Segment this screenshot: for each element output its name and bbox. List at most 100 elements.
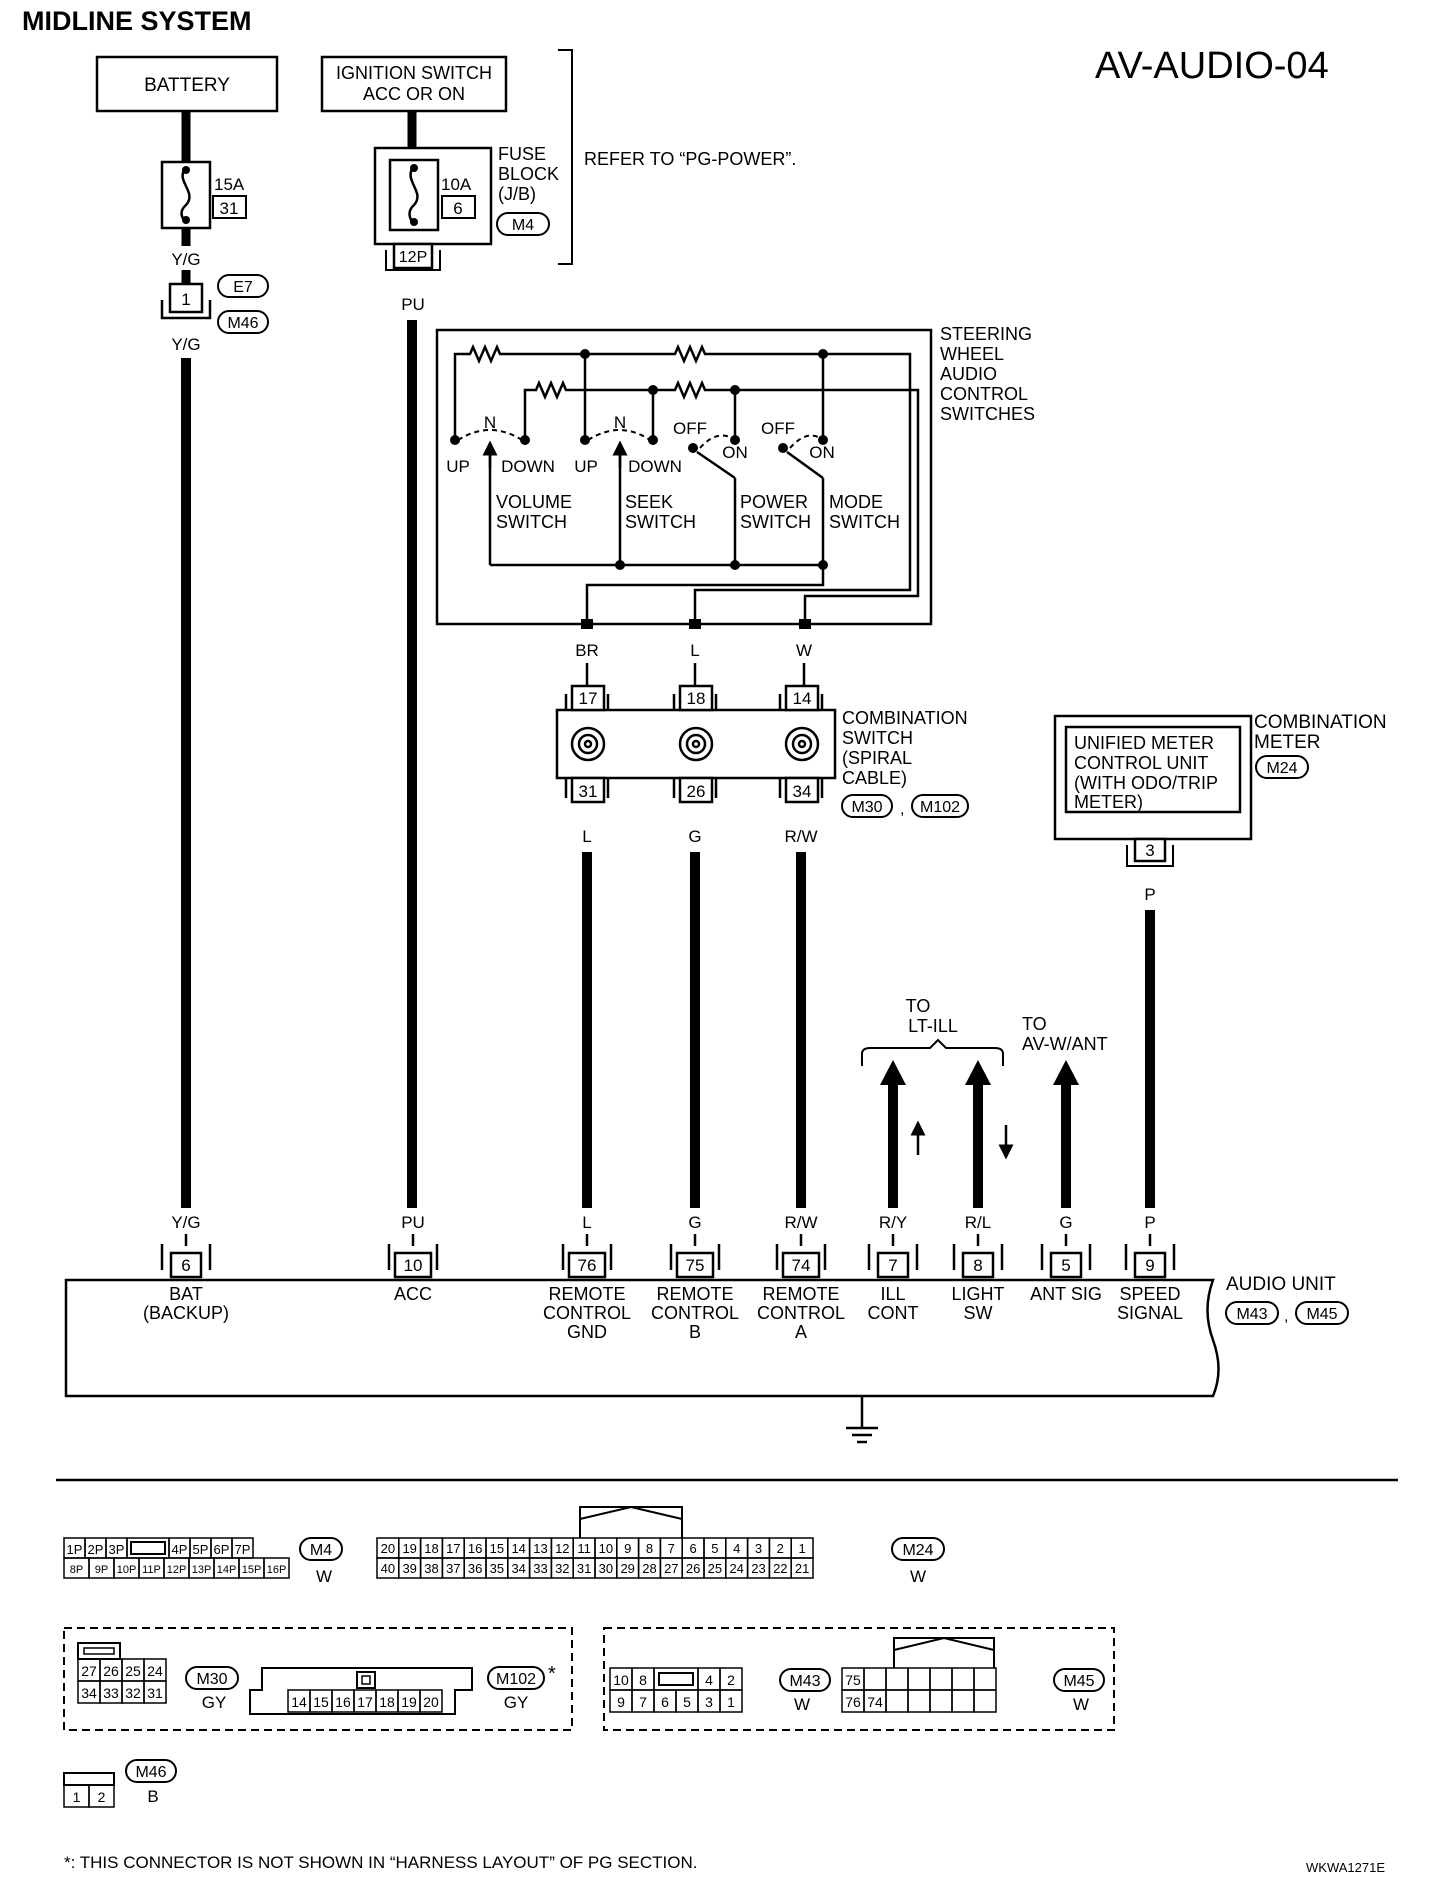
connector-cavity — [951, 1689, 975, 1713]
steering-title: STEERING — [940, 324, 1032, 344]
audio-pin-function: GND — [567, 1322, 607, 1342]
fuse-block-label: FUSE — [498, 144, 546, 164]
connector-pin-label: 21 — [795, 1561, 809, 1576]
switch-label: ON — [809, 443, 835, 462]
connector-tag: M45 — [1306, 1306, 1337, 1323]
connector-pin-label: 22 — [773, 1561, 787, 1576]
connector-cavity — [885, 1667, 909, 1691]
ignition-circuit: IGNITION SWITCH ACC OR ON 10A 6 FUSE BLO… — [320, 49, 796, 1208]
connector-pin-label: 17 — [446, 1541, 460, 1556]
connector-pin-label: 18 — [424, 1541, 438, 1556]
connector-pin-label: 12P — [167, 1564, 187, 1576]
connector-pin-label: 5 — [683, 1694, 691, 1710]
connector-lock-icon — [658, 1672, 694, 1686]
audio-pin-number: 76 — [578, 1256, 597, 1275]
to-lt-ill-label: LT-ILL — [908, 1016, 958, 1036]
connector-pin-label: 11 — [577, 1541, 591, 1556]
ignition-label: IGNITION SWITCH — [336, 63, 492, 83]
meter-label: (WITH ODO/TRIP — [1074, 773, 1218, 793]
connector-pin-label: 20 — [423, 1694, 439, 1710]
connector-pin-label: 16P — [267, 1564, 287, 1576]
connector-pin-label: 34 — [81, 1685, 97, 1701]
connector-tag: M43 — [789, 1673, 820, 1690]
wire-color-label: R/L — [965, 1213, 991, 1232]
connector-pin-label: 6P — [214, 1542, 230, 1557]
audio-pin-function: ANT SIG — [1030, 1284, 1102, 1304]
connector-pin-label: 20 — [381, 1541, 395, 1556]
connector-cavity — [863, 1667, 887, 1691]
audio-pin-number: 6 — [181, 1256, 190, 1275]
volume-switch-label: VOLUME — [496, 492, 572, 512]
wire-color-label: PU — [401, 295, 425, 314]
connector-pin-label: 7 — [639, 1694, 647, 1710]
audio-pin-function: CONT — [868, 1303, 919, 1323]
mode-switch-label: MODE — [829, 492, 883, 512]
connector-tag: M24 — [1266, 760, 1297, 777]
connector-pin-label: 27 — [664, 1561, 678, 1576]
audio-pin-function: A — [795, 1322, 807, 1342]
connector-cavity — [907, 1667, 931, 1691]
connector-pin-label: 3 — [705, 1694, 713, 1710]
seek-switch-label: SEEK — [625, 492, 673, 512]
connector-cavity — [143, 1680, 167, 1704]
connector-pin-label: 3 — [755, 1541, 762, 1556]
connector-pin-label: 1 — [727, 1694, 735, 1710]
audio-pin-function: ILL — [880, 1284, 905, 1304]
audio-pin-function: REMOTE — [548, 1284, 625, 1304]
connector-pin-label: 74 — [867, 1694, 883, 1710]
connector-pin-label: 7P — [235, 1542, 251, 1557]
connector-color: W — [794, 1695, 810, 1714]
connector-pin-label: 16 — [335, 1694, 351, 1710]
audio-pin-function: REMOTE — [762, 1284, 839, 1304]
connector-pin-label: 4 — [705, 1672, 713, 1688]
connector-cavity — [88, 1784, 115, 1808]
connector-cavity — [419, 1689, 443, 1713]
connector-pin-label: 14 — [291, 1694, 307, 1710]
wire-color-label: G — [1059, 1213, 1072, 1232]
audio-pin-function: CONTROL — [757, 1303, 845, 1323]
connector-pin-label: 4P — [172, 1542, 188, 1557]
volume-switch-label: SWITCH — [496, 512, 567, 532]
audio-pin-group: Y/G6BAT(BACKUP)PU10ACCL76REMOTECONTROLGN… — [143, 1213, 1183, 1342]
wire-color-label: R/W — [784, 1213, 817, 1232]
connector-tag: M46 — [227, 315, 258, 332]
connector-pin-label: 39 — [402, 1561, 416, 1576]
connector-cavity — [719, 1689, 743, 1713]
seek-switch-label: SWITCH — [625, 512, 696, 532]
connector-pin-label: 18 — [379, 1694, 395, 1710]
connector-pin: 31 — [579, 782, 598, 801]
connector-color: B — [147, 1787, 158, 1806]
connector-group-box — [603, 1627, 1115, 1731]
reference-code: WKWA1271E — [1306, 1860, 1385, 1875]
connector-pin-label: 75 — [845, 1672, 861, 1688]
connector-cavity — [951, 1667, 975, 1691]
footnote-marker: * — [548, 1663, 556, 1685]
connector-pin-label: 14 — [511, 1541, 525, 1556]
external-references: TO LT-ILL TO AV-W/ANT — [861, 996, 1108, 1208]
connector-pin-label: 15 — [313, 1694, 329, 1710]
wire-color-label: Y/G — [171, 250, 200, 269]
connector-cavity — [885, 1689, 909, 1713]
switch-label: N — [614, 413, 626, 432]
audio-pin-function: CONTROL — [543, 1303, 631, 1323]
battery-label: BATTERY — [144, 75, 230, 96]
connector-tag: E7 — [233, 279, 253, 296]
connector-pin-label: 27 — [81, 1663, 97, 1679]
connector-tag: M4 — [512, 217, 534, 234]
diagram-code: AV-AUDIO-04 — [1095, 45, 1329, 87]
connector-pin: 14 — [793, 689, 812, 708]
audio-pin-number: 75 — [686, 1256, 705, 1275]
connector-pin: 17 — [579, 689, 598, 708]
connector-pin-label: 15 — [490, 1541, 504, 1556]
ignition-fuse-amp: 10A — [441, 175, 472, 194]
connector-pin-label: 13 — [533, 1541, 547, 1556]
audio-unit: AUDIO UNIT M43 , M45 — [64, 1274, 1349, 1444]
connector-pin-label: 15P — [242, 1564, 262, 1576]
refer-note: REFER TO “PG-POWER”. — [584, 149, 796, 169]
connector-pin-label: 1 — [73, 1789, 81, 1805]
wire-color-label: P — [1144, 1213, 1155, 1232]
connector-tag: M43 — [1236, 1306, 1267, 1323]
connector-pin-label: 11P — [142, 1564, 161, 1576]
mode-switch-label: SWITCH — [829, 512, 900, 532]
